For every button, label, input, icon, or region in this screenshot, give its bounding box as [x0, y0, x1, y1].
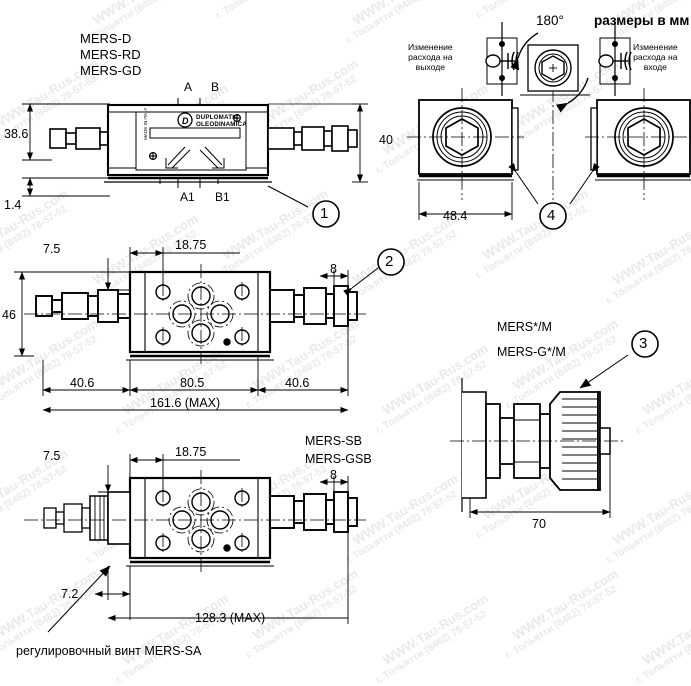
- balloon-2: [377, 248, 405, 276]
- port-label-a: A: [184, 80, 193, 94]
- bottom-model-label-1: MERS-SB: [305, 434, 362, 448]
- balloon-label-3: 3: [639, 335, 648, 352]
- dimension-38-6: 38.6: [4, 127, 29, 141]
- top-view-centerlines: [24, 264, 366, 364]
- nameplate-brand-line1: DUPLOMATIC: [196, 114, 239, 121]
- dimension-70: 70: [532, 517, 546, 531]
- hydraulic-symbol-right: [598, 22, 632, 96]
- knob-view-body: [461, 378, 611, 512]
- front-model-label-1: MERS-D: [80, 31, 132, 46]
- balloon-3: [631, 330, 659, 358]
- rotation-label-180: 180°: [536, 13, 564, 28]
- nameplate-brand-line2: OLEODINAMICA: [196, 121, 247, 128]
- hydraulic-symbol-left: [485, 22, 519, 96]
- dimension-7-2: 7.2: [61, 587, 79, 601]
- nameplate-logo: D: [182, 116, 189, 126]
- end-view-centerlines: [407, 88, 691, 200]
- front-view-port-ticks: [159, 98, 219, 188]
- front-view-nameplate: [135, 111, 247, 171]
- dimension-40-6-left: 40.6: [70, 376, 95, 390]
- end-view-left: [417, 99, 519, 181]
- knob-model-label-2: MERS-G*/M: [497, 345, 566, 359]
- port-label-b1: B1: [215, 190, 230, 204]
- dimension-40-6-right: 40.6: [285, 376, 310, 390]
- bottom-view-dimension-lines: [47, 454, 349, 633]
- caption-adjusting-screw: регулировочный винт MERS-SA: [16, 644, 202, 658]
- dimension-7-5-bottom: 7.5: [43, 449, 61, 463]
- port-label-a1: A1: [180, 190, 195, 204]
- dimension-128-3-max: 128.3 (MAX): [195, 611, 266, 625]
- end-view-dimension-lines: [418, 162, 600, 220]
- balloon-label-1: 1: [320, 205, 329, 222]
- balloon-label-2: 2: [385, 253, 394, 270]
- front-model-label-2: MERS-RD: [80, 47, 141, 62]
- end-view-right: [590, 99, 691, 181]
- dimension-46: 46: [2, 308, 16, 322]
- balloon-4: [539, 202, 567, 230]
- units-note: размеры в мм: [594, 13, 690, 28]
- drawing-canvas: [14, 22, 691, 633]
- dimension-48-4: 48.4: [443, 209, 468, 223]
- bottom-view-body: [43, 476, 358, 567]
- port-label-b: B: [211, 80, 220, 94]
- dimension-7-5-top: 7.5: [43, 242, 61, 256]
- balloon-label-4: 4: [547, 207, 556, 224]
- knob-model-label-1: MERS*/M: [497, 320, 552, 334]
- dimension-40: 40: [379, 133, 393, 147]
- dimension-8-top: 8: [330, 262, 337, 276]
- balloon-1: [312, 200, 340, 228]
- dimension-80-5: 80.5: [180, 376, 205, 390]
- front-view-dimension-lines: [22, 103, 368, 208]
- nameplate-made-in: MADE IN ITALY: [143, 107, 148, 140]
- dimension-8-bottom: 8: [330, 468, 337, 482]
- dimension-18-75-top: 18.75: [175, 238, 207, 252]
- front-model-label-3: MERS-GD: [80, 63, 142, 78]
- top-view-body: [35, 270, 358, 361]
- bottom-model-label-2: MERS-GSB: [305, 452, 372, 466]
- top-view-dimension-lines: [14, 247, 379, 414]
- dimension-161-6-max: 161.6 (MAX): [150, 396, 221, 410]
- rotation-180-symbol: [510, 32, 590, 113]
- bottom-view-centerlines: [24, 470, 366, 572]
- dimension-18-75-bottom: 18.75: [175, 445, 207, 459]
- dimension-1-4: 1.4: [4, 198, 22, 212]
- knob-view-dimension-lines: [469, 354, 629, 518]
